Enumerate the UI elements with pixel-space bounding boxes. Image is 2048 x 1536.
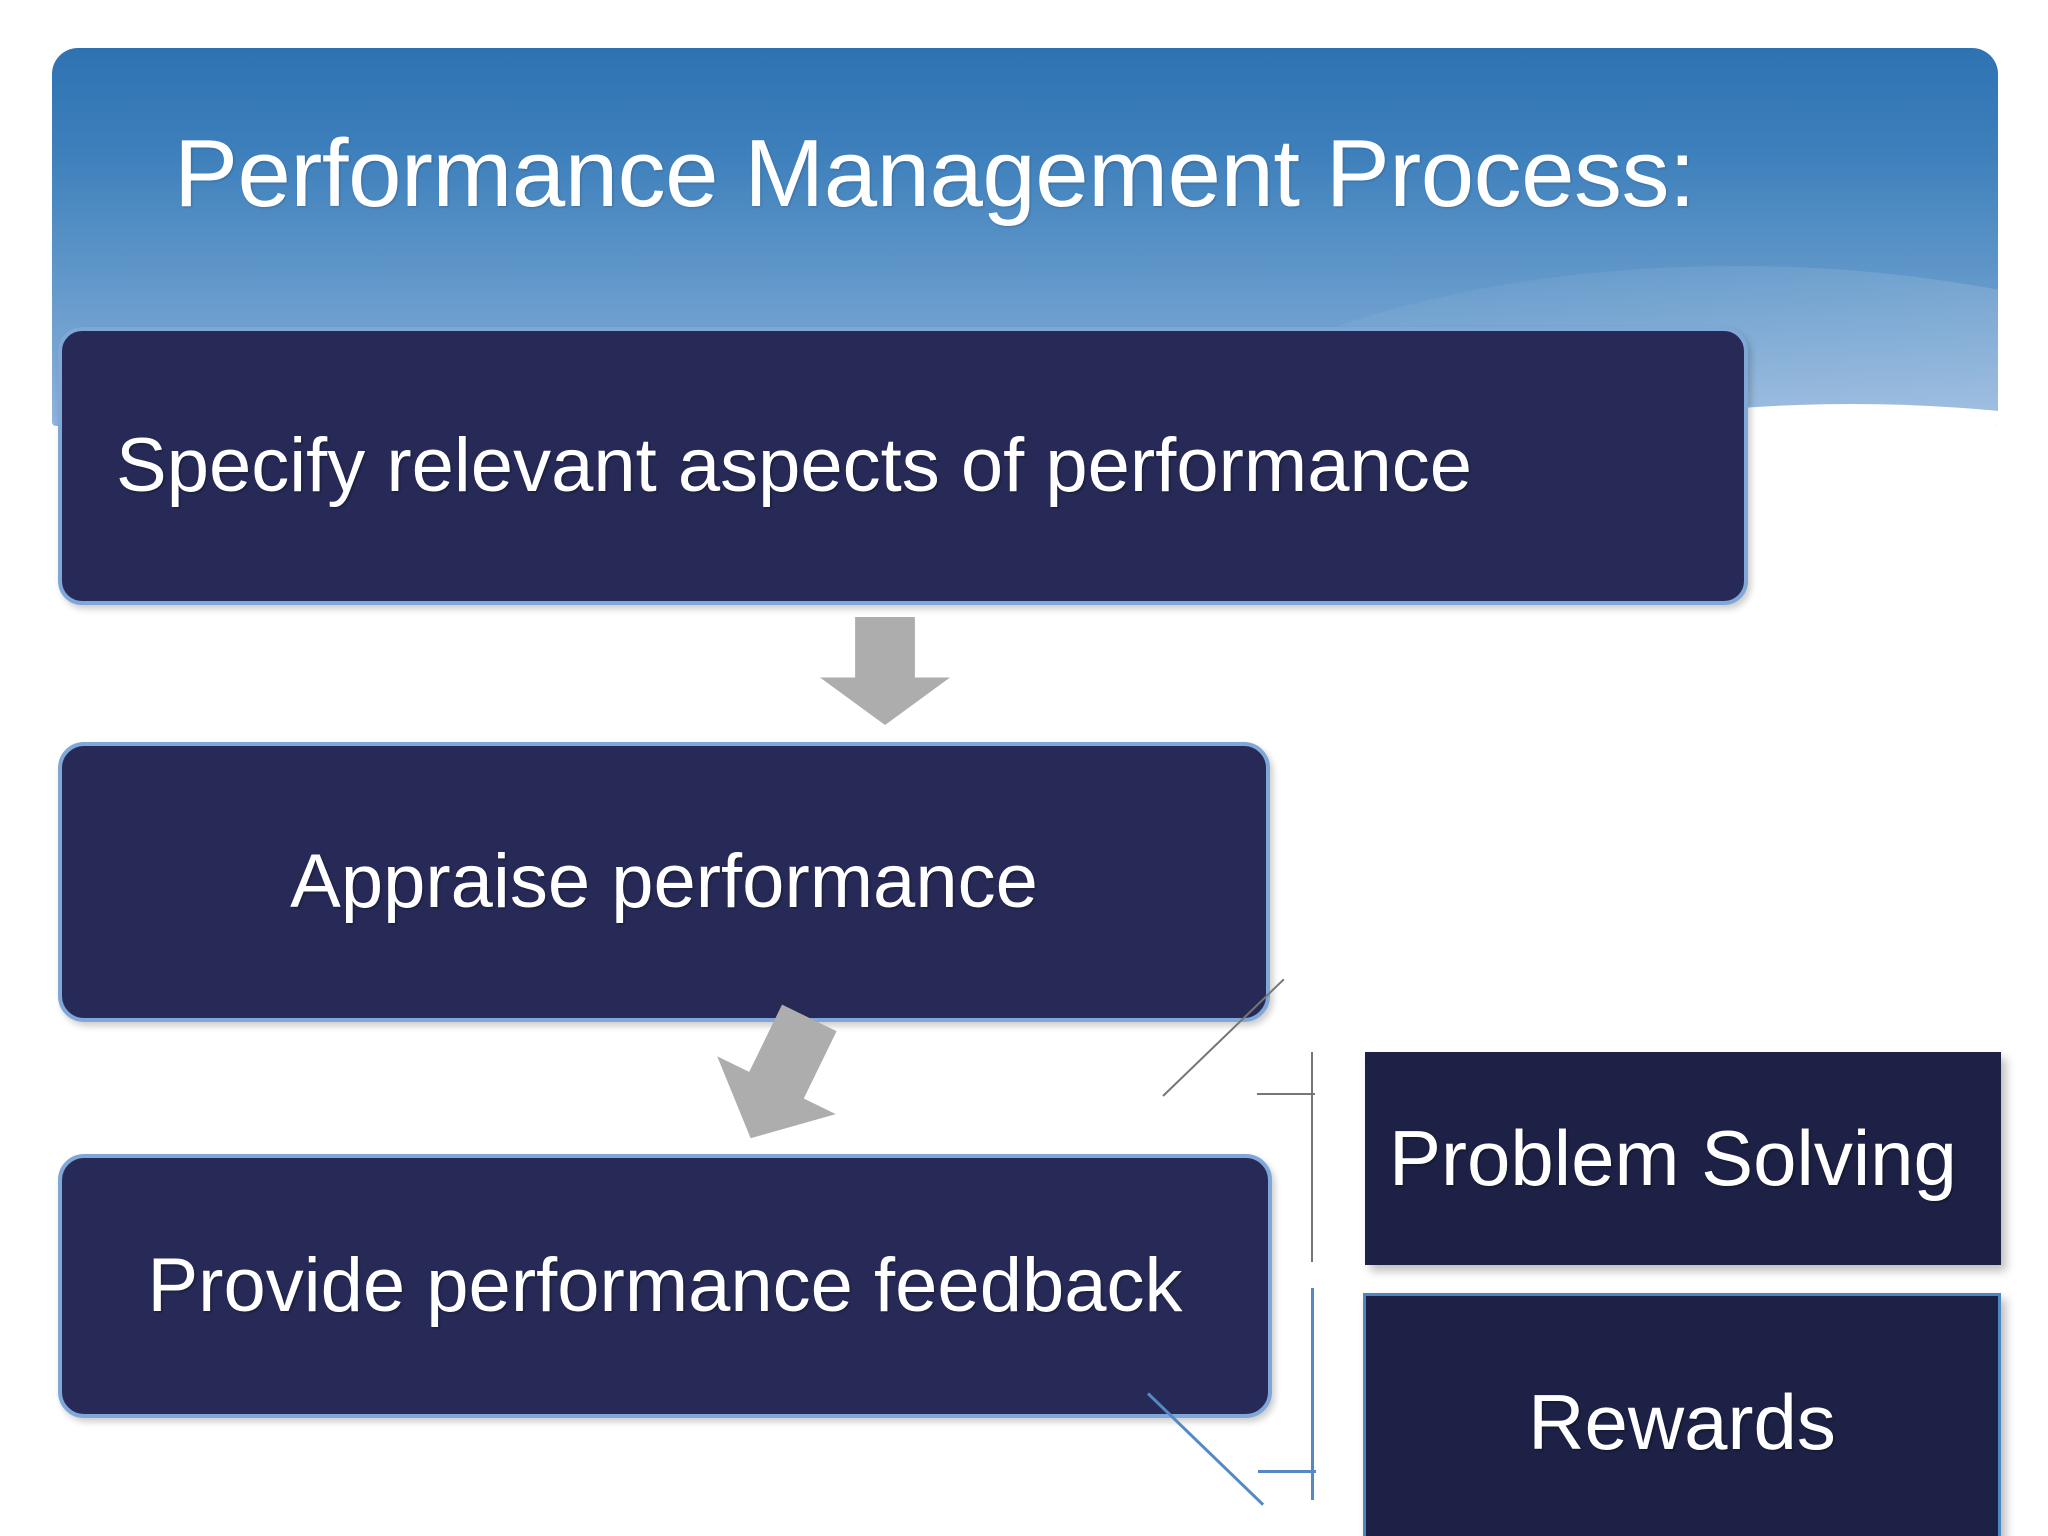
down-arrow-icon	[820, 617, 950, 725]
process-step-appraise[interactable]: Appraise performance	[58, 742, 1270, 1022]
process-step-specify-label: Specify relevant aspects of performance	[116, 423, 1473, 509]
page-title: Performance Management Process:	[174, 120, 1696, 227]
process-step-feedback-label: Provide performance feedback	[147, 1243, 1183, 1329]
process-step-appraise-label: Appraise performance	[290, 839, 1038, 925]
connector-to-problem-solving-vertical	[1311, 1052, 1313, 1262]
outcome-box-problem-solving-label: Problem Solving	[1389, 1113, 1957, 1202]
connector-to-rewards-horizontal	[1258, 1470, 1316, 1473]
process-step-specify[interactable]: Specify relevant aspects of performance	[58, 327, 1748, 605]
connector-to-problem-solving-horizontal	[1257, 1093, 1315, 1095]
process-step-feedback[interactable]: Provide performance feedback	[58, 1154, 1272, 1418]
outcome-box-problem-solving[interactable]: Problem Solving	[1365, 1052, 2001, 1265]
outcome-box-rewards[interactable]: Rewards	[1363, 1293, 2001, 1536]
outcome-box-rewards-label: Rewards	[1528, 1378, 1836, 1467]
connector-to-rewards-vertical	[1311, 1288, 1314, 1500]
